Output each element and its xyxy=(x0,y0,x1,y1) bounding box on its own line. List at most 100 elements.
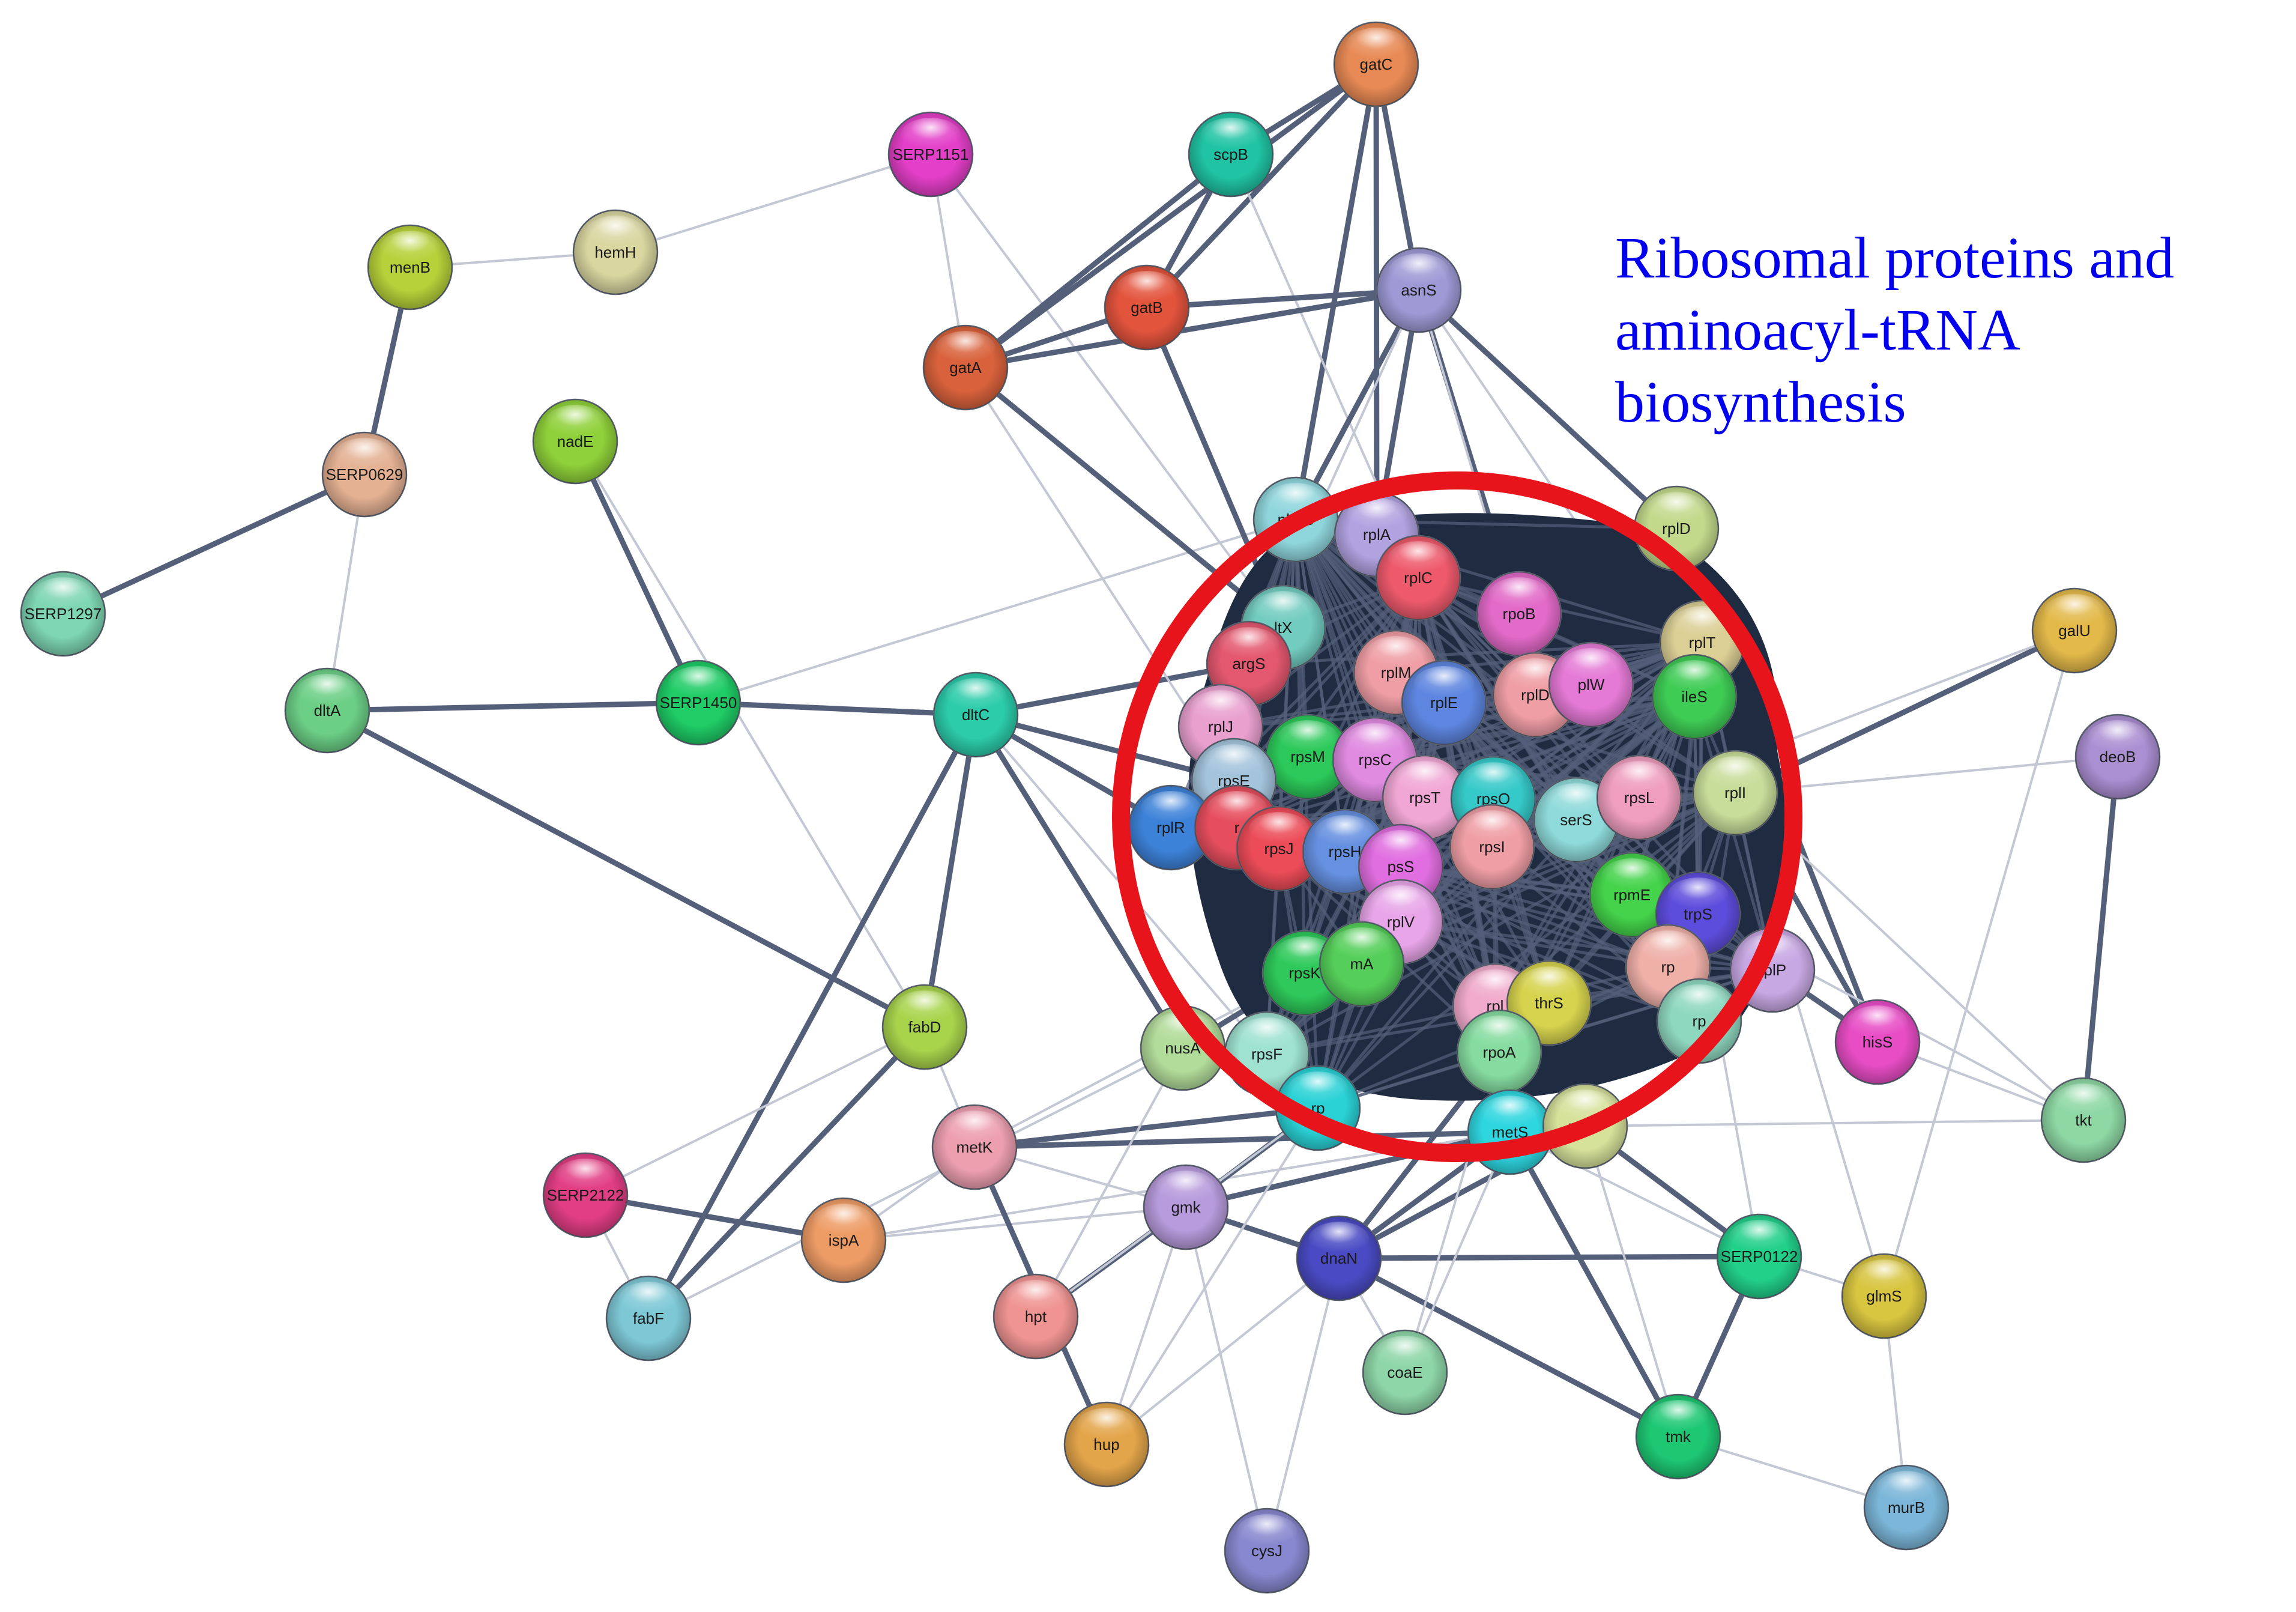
node-metS[interactable]: metS xyxy=(1467,1089,1553,1175)
node-deoB[interactable]: deoB xyxy=(2074,714,2161,800)
node-SERP1151[interactable]: SERP1151 xyxy=(887,111,974,198)
node-label: rplJ xyxy=(1208,718,1233,736)
node-rpsJ[interactable]: rpsJ xyxy=(1236,805,1322,892)
node-menB[interactable]: menB xyxy=(367,224,453,311)
node-gloss xyxy=(297,674,358,709)
mesh-edge xyxy=(1400,920,1773,972)
edge-metK-metS xyxy=(971,1129,1513,1150)
node-gatB[interactable]: gatB xyxy=(1104,264,1190,351)
edge-hemH-SERP1151 xyxy=(614,153,932,253)
node-rplR[interactable]: rplR xyxy=(1128,784,1214,871)
node-rpsT[interactable]: rpsT xyxy=(1382,754,1468,841)
node-ispA[interactable]: ispA xyxy=(800,1197,887,1283)
node-hisS[interactable]: hisS xyxy=(1834,999,1921,1085)
node-cysJ[interactable]: cysJ xyxy=(1224,1507,1310,1594)
node-gloss xyxy=(1346,498,1407,533)
node-label: rplI xyxy=(1724,784,1746,802)
node-metK[interactable]: metK xyxy=(931,1104,1018,1190)
node-gloss xyxy=(585,216,646,251)
node-rpoB[interactable]: rpoB xyxy=(1476,571,1562,657)
node-gloss xyxy=(1388,541,1449,577)
edge-nusA-hpt xyxy=(1035,1047,1184,1318)
node-hemH[interactable]: hemH xyxy=(572,209,659,295)
node-asnS[interactable]: asnS xyxy=(1376,247,1462,333)
node-label: dltA xyxy=(314,701,341,720)
node-gatC[interactable]: gatC xyxy=(1333,21,1419,108)
node-SERP2122[interactable]: SERP2122 xyxy=(542,1152,629,1238)
node-hpt[interactable]: hpt xyxy=(992,1273,1079,1360)
edge-dltA-fabD xyxy=(324,708,928,1030)
node-gmk[interactable]: gmk xyxy=(1143,1164,1229,1250)
annotation-line-2: aminoacyl-tRNA xyxy=(1615,298,2020,363)
node-SERP1450[interactable]: SERP1450 xyxy=(655,659,742,746)
node-gatA[interactable]: gatA xyxy=(922,324,1009,411)
node-coaE[interactable]: coaE xyxy=(1362,1329,1448,1416)
edge-dltC-nusA xyxy=(973,712,1186,1051)
node-gloss xyxy=(935,331,996,366)
node-gloss xyxy=(1664,660,1725,695)
node-tmk[interactable]: tmk xyxy=(1635,1393,1721,1480)
node-gloss xyxy=(1190,690,1251,726)
node-label: dltC xyxy=(962,706,989,724)
node-gloss xyxy=(1287,1071,1349,1107)
mesh-edge xyxy=(1236,695,1695,829)
node-dltC[interactable]: dltC xyxy=(932,671,1019,758)
node-rpsL[interactable]: rpsL xyxy=(1596,754,1682,841)
node-fabD[interactable]: fabD xyxy=(881,984,968,1070)
node-label: dnaN xyxy=(1320,1249,1358,1267)
node-label: argS xyxy=(1233,655,1266,673)
node-rpsI[interactable]: rpsI xyxy=(1449,804,1535,890)
node-label: murB xyxy=(1888,1498,1925,1517)
node-label: rplE xyxy=(1430,694,1458,712)
edge-SERP2122-ispA xyxy=(582,1192,847,1243)
node-SERP0122[interactable]: SERP0122 xyxy=(1716,1213,1802,1300)
node-gloss xyxy=(1314,815,1376,850)
node-label: psS xyxy=(1388,858,1415,876)
node-rplW[interactable]: plW xyxy=(1548,641,1634,728)
node-nadE[interactable]: nadE xyxy=(532,398,618,485)
node-scpB[interactable]: scpB xyxy=(1188,111,1274,198)
node-gloss xyxy=(1469,1016,1530,1051)
edge-asnS-pheS xyxy=(1293,287,1422,523)
node-ileS[interactable]: ileS xyxy=(1651,653,1738,740)
node-label: cysJ xyxy=(1251,1542,1282,1560)
node-dltA[interactable]: dltA xyxy=(284,667,370,754)
node-gloss xyxy=(1236,1017,1298,1053)
node-gloss xyxy=(1344,723,1406,759)
node-rpsM[interactable]: rpsM xyxy=(1264,714,1351,800)
node-rplE[interactable]: rplE xyxy=(1401,659,1487,746)
node-rpoA[interactable]: rpoA xyxy=(1456,1009,1542,1095)
node-label: plW xyxy=(1578,676,1605,694)
node-label: nusA xyxy=(1165,1039,1201,1057)
node-gloss xyxy=(555,1159,616,1194)
node-SERP1297[interactable]: SERP1297 xyxy=(20,571,106,657)
node-SERP0629[interactable]: SERP0629 xyxy=(321,431,408,518)
edge-hup-rpsB xyxy=(1105,1107,1319,1446)
node-gloss xyxy=(813,1204,874,1239)
node-rpmA[interactable]: mA xyxy=(1319,921,1405,1007)
node-glmS[interactable]: glmS xyxy=(1841,1253,1927,1339)
node-rplI[interactable]: rplI xyxy=(1692,750,1778,836)
mesh-edge xyxy=(1233,577,1419,782)
node-fabF[interactable]: fabF xyxy=(605,1275,692,1362)
node-gloss xyxy=(1218,627,1279,662)
node-label: scpB xyxy=(1213,145,1248,163)
node-hup[interactable]: hup xyxy=(1063,1401,1150,1488)
node-dnaN[interactable]: dnaN xyxy=(1296,1215,1382,1301)
node-rpmE[interactable]: rpmE xyxy=(1589,852,1675,938)
node-label: trpS xyxy=(1684,905,1712,923)
node-galU[interactable]: galU xyxy=(2031,587,2118,674)
edge-hup-dnaN xyxy=(1105,1257,1340,1446)
node-rplB[interactable]: rp xyxy=(1656,978,1742,1064)
node-rplC[interactable]: rplC xyxy=(1375,535,1461,621)
node-gloss xyxy=(1076,1408,1137,1443)
node-gloss xyxy=(334,438,395,473)
node-label: hpt xyxy=(1025,1307,1047,1326)
node-label: coaE xyxy=(1387,1363,1422,1381)
node-murB[interactable]: murB xyxy=(1863,1464,1950,1551)
edge-gmk-cysJ xyxy=(1185,1206,1268,1552)
edge-dnaN-tmk xyxy=(1336,1255,1681,1440)
node-gloss xyxy=(1388,253,1449,289)
node-label: gmk xyxy=(1171,1198,1201,1216)
node-tkt[interactable]: tkt xyxy=(2040,1077,2127,1163)
